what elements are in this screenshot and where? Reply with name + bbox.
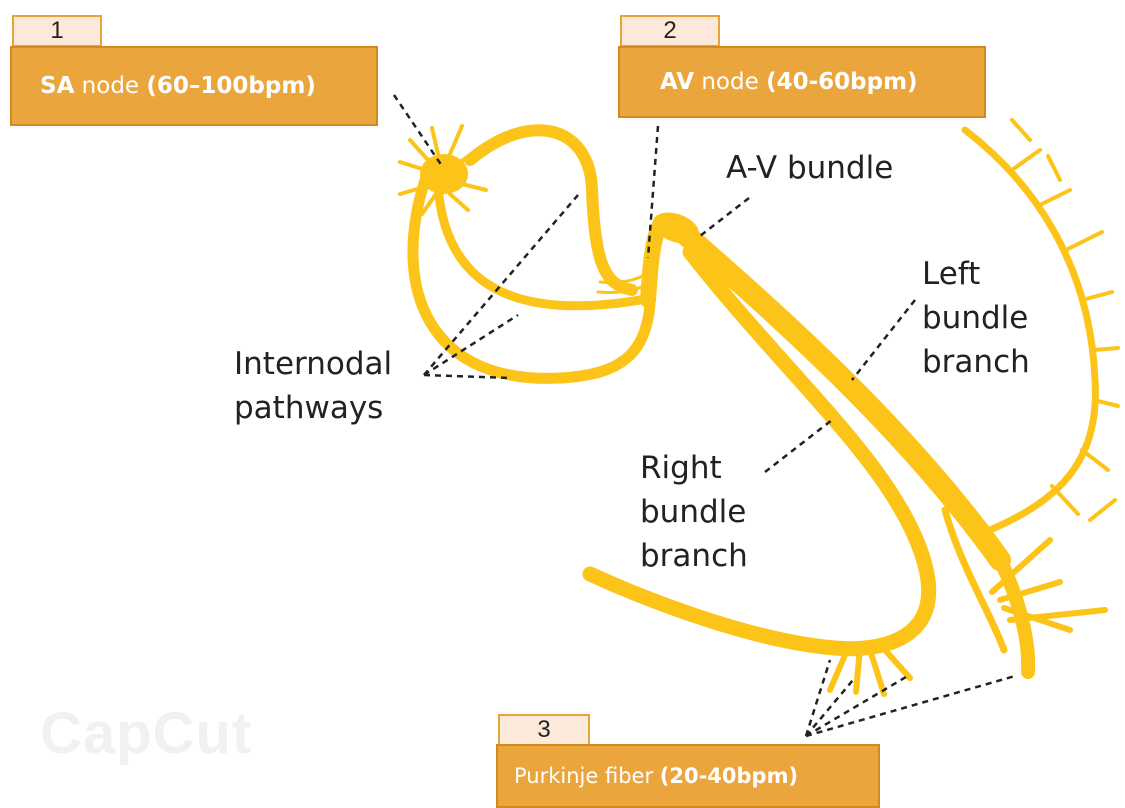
av-node-box-bold-a: AV xyxy=(660,69,695,95)
left-bundle-branch-path xyxy=(667,217,1011,571)
av-bundle-label: A-V bundle xyxy=(726,150,894,186)
outer-branch xyxy=(961,118,1120,534)
right-branch-line-2: bundle xyxy=(640,494,747,530)
right-branch-line-3: branch xyxy=(640,538,748,574)
box-3-number: 3 xyxy=(537,716,551,743)
leader-lines xyxy=(392,94,1016,738)
purkinje-fibers xyxy=(827,537,1108,697)
box-3-number-tab: 3 xyxy=(498,714,590,746)
sa-node-box-plain: node xyxy=(74,73,147,99)
purkinje-box-plain: Purkinje fiber xyxy=(514,764,660,788)
right-branch-line-1: Right xyxy=(640,450,722,486)
left-branch-line-2: bundle xyxy=(922,300,1029,336)
sa-node-box-bold-b: (60–100bpm) xyxy=(146,73,316,99)
right-bundle-branch-path xyxy=(582,244,937,657)
av-node-box: AV node (40-60bpm) xyxy=(618,46,986,118)
internodal-pathways-label: Internodal pathways xyxy=(234,342,392,430)
purkinje-fiber-box: Purkinje fiber (20-40bpm) xyxy=(496,744,880,808)
box-2-number-tab: 2 xyxy=(620,15,720,47)
box-1-number: 1 xyxy=(50,17,64,44)
box-2-number: 2 xyxy=(663,17,677,44)
av-node-box-bold-b: (40-60bpm) xyxy=(766,69,918,95)
sa-node-box: SA node (60–100bpm) xyxy=(10,46,378,126)
left-branch-line-3: branch xyxy=(922,344,1030,380)
av-node xyxy=(652,212,700,244)
internodal-line-2: pathways xyxy=(234,390,384,426)
internodal-line-1: Internodal xyxy=(234,346,393,382)
purkinje-box-bold-b: (20-40bpm) xyxy=(659,764,799,788)
box-1-number-tab: 1 xyxy=(12,15,102,47)
right-bundle-branch-label: Right bundle branch xyxy=(640,446,748,578)
sa-node-box-bold-a: SA xyxy=(40,73,75,99)
sa-node xyxy=(420,154,468,194)
capcut-watermark: CapCut xyxy=(40,701,253,766)
left-branch-line-1: Left xyxy=(922,256,981,292)
av-node-box-plain: node xyxy=(694,69,767,95)
left-bundle-branch-label: Left bundle branch xyxy=(922,252,1030,384)
